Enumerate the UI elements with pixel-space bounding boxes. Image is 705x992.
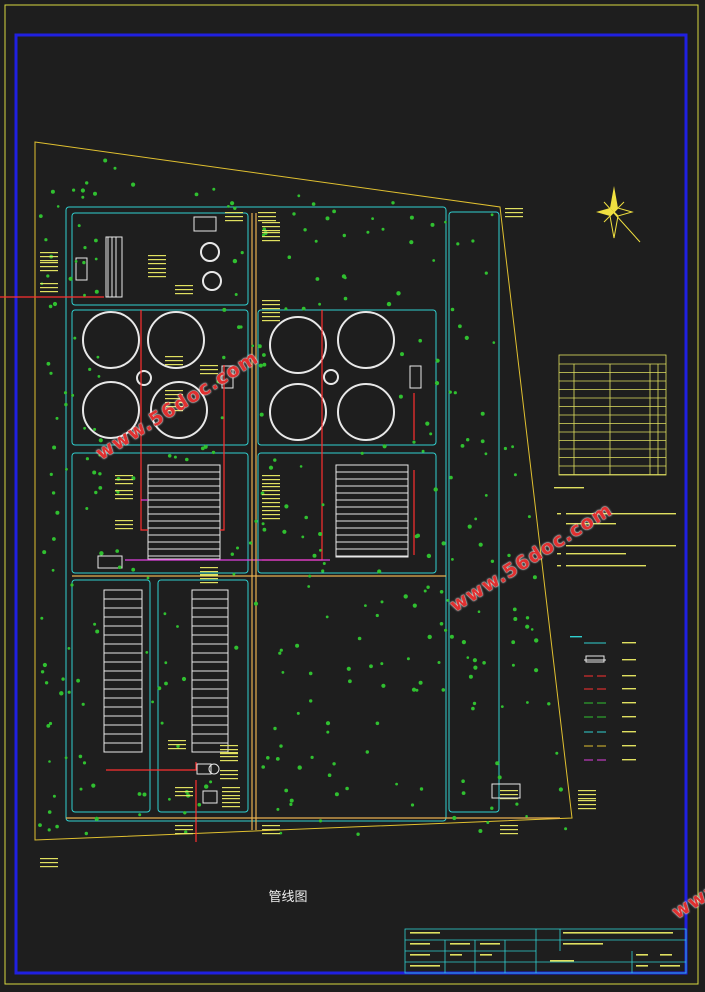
legend-block: [570, 636, 636, 761]
title-block-text: [410, 932, 680, 967]
circular-tanks: [82, 242, 395, 441]
tank-stripes: [104, 237, 408, 744]
pipes: [0, 213, 560, 842]
site-boundary: [34, 141, 573, 841]
structures-table: [558, 354, 667, 476]
zone-outlines: [65, 206, 500, 822]
inner-frame: [14, 33, 688, 975]
drawing-title: 管线图: [268, 890, 308, 905]
north-arrow-icon: [596, 186, 641, 243]
title-block: [404, 928, 687, 974]
outer-frame: [4, 4, 699, 985]
pipe-labels: [40, 208, 596, 868]
equipment: [196, 763, 521, 804]
notes-block: [554, 487, 676, 567]
